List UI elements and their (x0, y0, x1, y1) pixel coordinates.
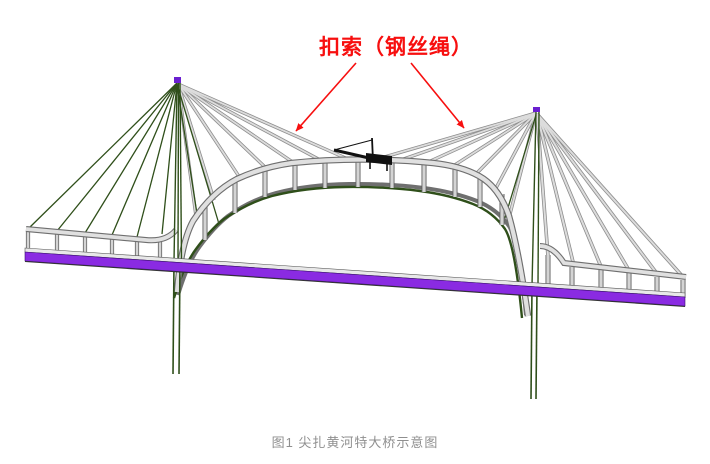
approach-ribbon-right (540, 246, 686, 277)
left-tower (173, 80, 183, 263)
annotation-arrows (295, 62, 465, 132)
approach-ribbon-left (26, 229, 176, 240)
stay-cable-right-green (503, 114, 537, 222)
crane-silhouette (333, 137, 392, 171)
left-tower-saddle (174, 77, 181, 83)
right-tower-saddle (533, 107, 540, 112)
backstay-cables-left (27, 82, 220, 238)
annotation-arrow-left (295, 62, 357, 132)
right-tower (531, 110, 540, 287)
arch-lower-chord (172, 181, 528, 319)
annotation-arrow-right (410, 62, 465, 129)
figure-caption: 图1 尖扎黄河特大桥示意图 (271, 435, 439, 450)
annotation-label: 扣索（钢丝绳） (319, 36, 473, 59)
left-pier (172, 261, 181, 375)
right-pier (530, 285, 538, 400)
main-deck-girder (24, 247, 686, 307)
